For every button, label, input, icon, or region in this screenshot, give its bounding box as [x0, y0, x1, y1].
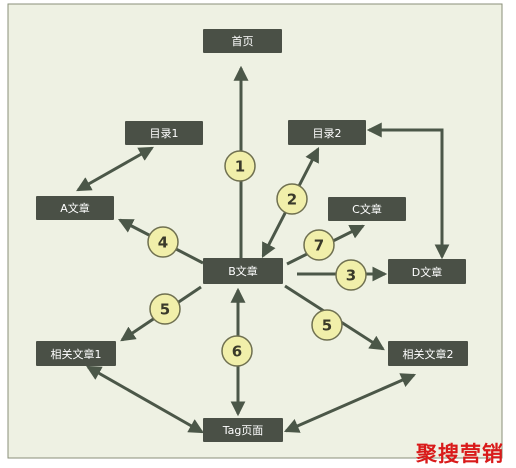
arrow-catalog2-to-d	[366, 122, 450, 260]
badge-5-left-label: 5	[160, 301, 170, 319]
badge-4: 4	[147, 226, 179, 258]
diagram-frame	[7, 3, 503, 459]
node-catalog1-label: 目录1	[150, 127, 179, 140]
badge-4-label: 4	[158, 234, 168, 252]
node-related1: 相关文章1	[36, 341, 116, 366]
node-tag-page-label: Tag页面	[222, 424, 264, 437]
node-catalog2-label: 目录2	[313, 127, 342, 140]
arrow-catalog1-to-a	[76, 146, 154, 192]
badge-3: 3	[335, 259, 367, 291]
badge-5-right: 5	[311, 309, 343, 341]
node-article-b-label: B文章	[228, 264, 258, 278]
arrow-related1-to-tag	[86, 365, 204, 434]
node-article-a-label: A文章	[60, 201, 90, 215]
badge-7-label: 7	[314, 237, 324, 255]
node-catalog1: 目录1	[125, 121, 203, 145]
node-article-d-label: D文章	[412, 265, 442, 279]
watermark: 聚搜营销	[415, 441, 504, 466]
node-home: 首页	[203, 29, 282, 53]
node-home-label: 首页	[232, 34, 254, 48]
badge-2: 2	[276, 183, 308, 215]
node-catalog2: 目录2	[288, 120, 366, 145]
node-article-d: D文章	[388, 259, 466, 284]
node-article-c: C文章	[328, 197, 406, 221]
node-tag-page: Tag页面	[203, 418, 283, 442]
badge-6: 6	[221, 335, 253, 367]
badge-5-right-label: 5	[322, 317, 332, 335]
badge-5-left: 5	[149, 293, 181, 325]
badge-1-label: 1	[235, 158, 245, 176]
node-related2-label: 相关文章2	[403, 347, 454, 361]
node-related2: 相关文章2	[388, 341, 468, 366]
badge-3-label: 3	[346, 267, 356, 285]
node-article-c-label: C文章	[352, 202, 382, 216]
badge-1: 1	[224, 150, 256, 182]
badge-6-label: 6	[232, 343, 242, 361]
arrow-related2-to-tag	[283, 373, 417, 433]
badge-7: 7	[303, 229, 335, 261]
node-article-b: B文章	[203, 258, 283, 284]
node-article-a: A文章	[36, 196, 114, 220]
badge-2-label: 2	[287, 191, 297, 209]
node-related1-label: 相关文章1	[51, 347, 102, 361]
